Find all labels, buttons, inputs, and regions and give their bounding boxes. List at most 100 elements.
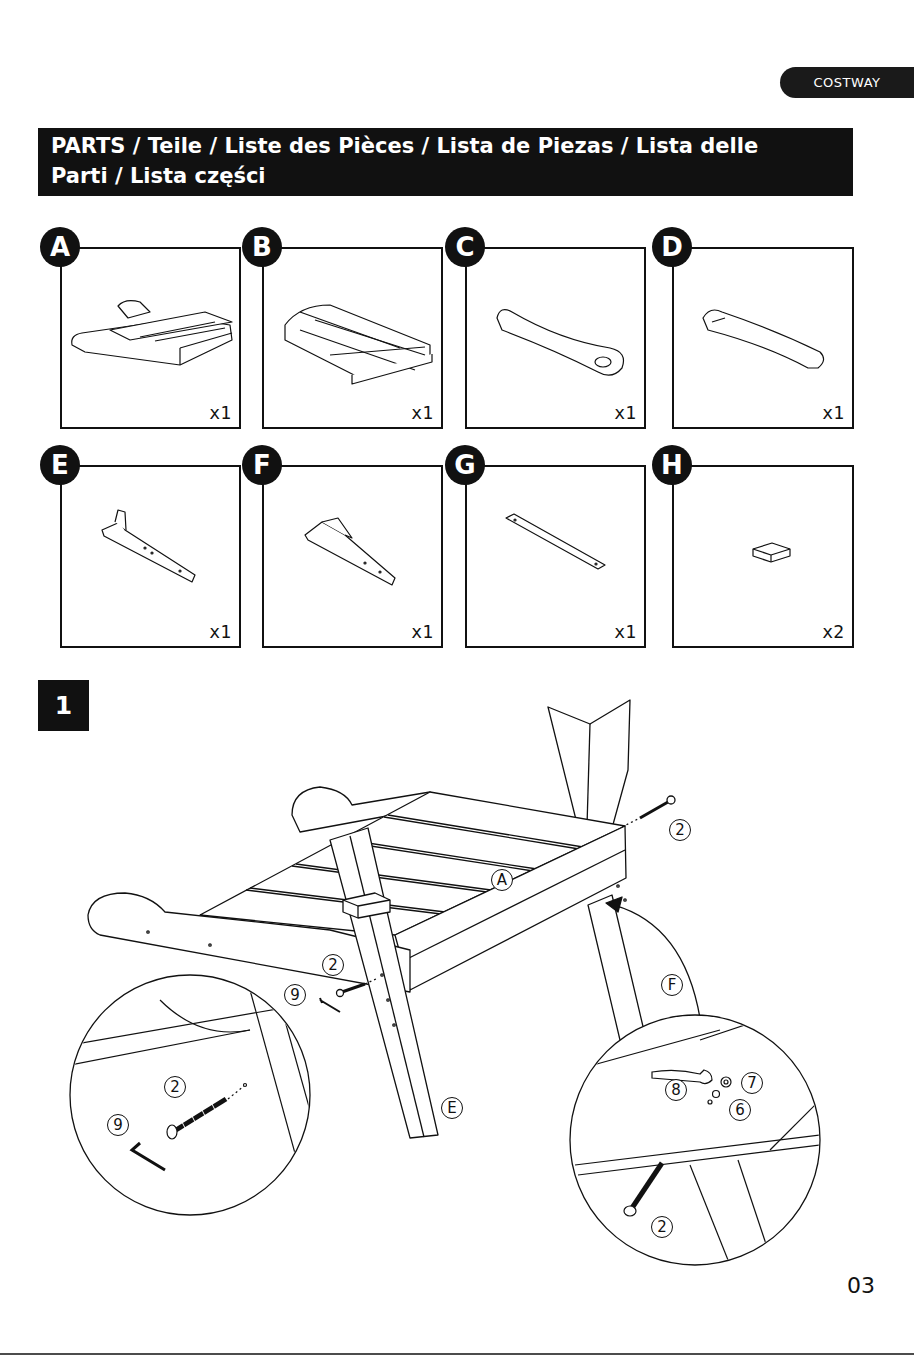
- part-drawings-shape: [330, 347, 425, 355]
- part-drawings-shape: [179, 570, 181, 572]
- part-drawings-shape: [179, 348, 180, 365]
- part-letter: C: [445, 227, 485, 267]
- part-drawings-shape: [712, 318, 725, 322]
- part-quantity: x2: [822, 621, 844, 642]
- chair-assembly-shape: [357, 906, 358, 918]
- part-box: Ax1: [60, 247, 241, 429]
- callout-number: A: [491, 869, 513, 891]
- zoom-left-shape-shape: [182, 1104, 216, 1130]
- zoom-right: [570, 1015, 820, 1265]
- part-drawings-shape: [753, 549, 771, 555]
- part-drawings-shape: [118, 301, 150, 318]
- brand-name: COSTWAY: [814, 75, 881, 90]
- callout-number: 9: [284, 984, 306, 1006]
- zoom-right-shape: [575, 1020, 820, 1265]
- part-letter: F: [242, 445, 282, 485]
- chair-assembly-shape: [296, 864, 491, 890]
- callout-number: 2: [164, 1076, 186, 1098]
- zoom-right-shape-shape: [770, 1100, 820, 1150]
- chair-assembly-shape: [388, 815, 583, 847]
- chair-assembly-shape: [358, 900, 390, 906]
- chair-assembly-shape: [343, 900, 358, 906]
- zoom-left-shape: [70, 985, 335, 1215]
- part-letter: D: [652, 227, 692, 267]
- step-number: 1: [55, 691, 72, 720]
- part-letter: G: [445, 445, 485, 485]
- part-quantity: x1: [411, 402, 433, 423]
- chair-assembly-shape: [622, 818, 640, 827]
- callout-number: 6: [729, 1099, 751, 1121]
- part-drawings-shape: [102, 522, 195, 582]
- footer-rule: [0, 1353, 914, 1355]
- part-drawings-shape: [352, 354, 432, 384]
- zoom-left-shape-shape: [132, 1143, 165, 1170]
- zoom-left: [70, 975, 335, 1215]
- chair-assembly-shape: [343, 893, 390, 918]
- chair-assembly-shape: [614, 905, 700, 1018]
- part-drawings-shape: [771, 549, 790, 555]
- part-drawings: [72, 301, 824, 585]
- callout-number: 2: [651, 1216, 673, 1238]
- part-drawings-shape: [595, 357, 611, 367]
- part-box: Cx1: [465, 247, 646, 429]
- zoom-left-shape-shape: [70, 1005, 300, 1045]
- part-drawings-shape: [595, 563, 597, 565]
- part-quantity: x1: [209, 621, 231, 642]
- zoom-right-shape-shape: [721, 1077, 731, 1087]
- part-letter: H: [652, 445, 692, 485]
- zoom-right-shape-shape: [578, 1145, 820, 1175]
- part-quantity: x1: [822, 402, 844, 423]
- zoom-left-shape-shape: [90, 985, 120, 1000]
- zoom-right-shape-shape: [690, 1165, 730, 1265]
- zoom-left-shape-shape: [160, 1000, 250, 1032]
- zoom-left-shape-shape: [244, 1084, 247, 1087]
- chair-assembly-shape: [384, 817, 579, 849]
- part-drawings-shape: [180, 333, 232, 348]
- chair-assembly-shape: [617, 885, 619, 887]
- callout-number: 2: [322, 954, 344, 976]
- part-drawings-shape: [322, 518, 352, 538]
- part-letter: B: [242, 227, 282, 267]
- part-box: Ex1: [60, 465, 241, 648]
- chair-assembly-shape: [588, 895, 645, 1040]
- part-letter: A: [40, 227, 80, 267]
- part-drawings-shape: [506, 514, 605, 569]
- chair-assembly-shape: [342, 984, 365, 992]
- part-box: Fx1: [262, 465, 443, 648]
- zoom-left-shape: [70, 975, 310, 1215]
- chair-assembly-shape: [624, 899, 626, 901]
- zoom-right-shape-shape: [632, 1163, 662, 1208]
- zoom-right-shape-shape: [724, 1080, 728, 1084]
- zoom-left-shape-shape: [70, 1030, 250, 1065]
- part-quantity: x1: [411, 621, 433, 642]
- part-drawings-shape: [379, 571, 381, 573]
- chair-assembly-shape: [387, 999, 389, 1001]
- chair-assembly-shape: [147, 931, 149, 933]
- zoom-right-shape-shape: [575, 1030, 720, 1070]
- page-title: PARTS / Teile / Liste des Pièces / Lista…: [51, 131, 786, 191]
- header-bar: PARTS / Teile / Liste des Pièces / Lista…: [38, 128, 853, 196]
- part-quantity: x1: [614, 621, 636, 642]
- zoom-left-shape-shape: [250, 990, 312, 1215]
- zoom-right-shape-shape: [700, 1020, 820, 1060]
- part-drawings-shape: [753, 543, 790, 562]
- part-drawings-shape: [703, 310, 824, 368]
- chair-assembly-shape: [337, 990, 344, 997]
- chair-assembly-shape: [606, 897, 622, 912]
- step-number-box: 1: [38, 680, 89, 731]
- callout-number: E: [441, 1097, 463, 1119]
- zoom-left-shape-shape: [228, 1086, 244, 1099]
- chair-assembly-shape: [381, 974, 383, 976]
- callout-number: F: [661, 974, 683, 996]
- zoom-right-shape: [570, 1015, 820, 1265]
- part-box: Gx1: [465, 465, 646, 648]
- part-drawings-shape: [300, 312, 400, 348]
- chair-assembly-shape: [667, 796, 675, 804]
- part-box: Bx1: [262, 247, 443, 429]
- part-drawings-shape: [140, 322, 215, 337]
- brand-tab: COSTWAY: [780, 67, 914, 98]
- chair-assembly-shape: [292, 866, 487, 892]
